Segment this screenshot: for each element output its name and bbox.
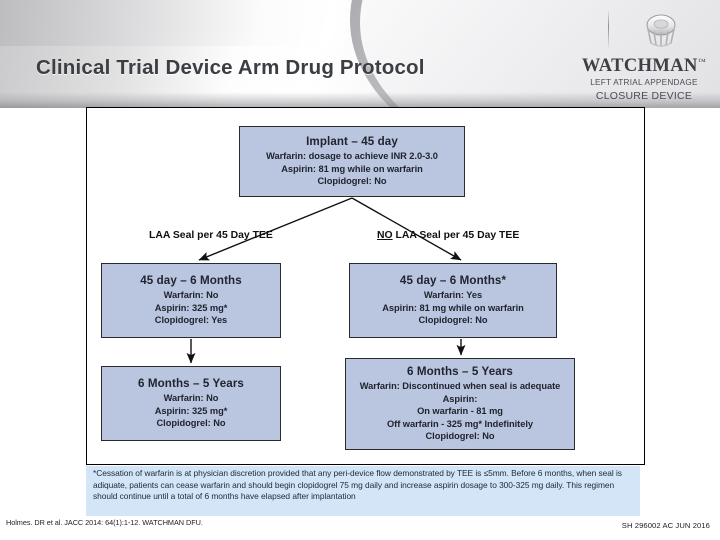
node-right-bottom-line-4: Off warfarin - 325 mg* Indefinitely bbox=[387, 418, 533, 429]
branch-label-no-laa-seal: NO LAA Seal per 45 Day TEE bbox=[377, 230, 519, 241]
branch-label-laa-seal: LAA Seal per 45 Day TEE bbox=[149, 230, 273, 241]
page-title: Clinical Trial Device Arm Drug Protocol bbox=[36, 56, 425, 79]
document-code: SH 296002 AC JUN 2016 bbox=[621, 521, 710, 530]
node-implant: Implant – 45 day Warfarin: dosage to ach… bbox=[239, 126, 465, 197]
node-right-mid-title: 45 day – 6 Months* bbox=[399, 274, 507, 288]
footnote-box: *Cessation of warfarin is at physician d… bbox=[86, 466, 640, 516]
brand-name-text: WATCHMAN bbox=[581, 56, 698, 76]
brand-divider bbox=[608, 10, 609, 50]
node-right-bottom-title: 6 Months – 5 Years bbox=[407, 365, 513, 379]
slide-header-banner: Clinical Trial Device Arm Drug Protocol … bbox=[0, 0, 720, 108]
node-right-6months-5years: 6 Months – 5 Years Warfarin: Discontinue… bbox=[345, 358, 575, 450]
node-implant-line-2: Aspirin: 81 mg while on warfarin bbox=[281, 163, 423, 174]
node-left-bottom-line-2: Aspirin: 325 mg* bbox=[154, 405, 228, 416]
node-right-bottom-line-1: Warfarin: Discontinued when seal is adeq… bbox=[359, 381, 561, 392]
node-left-mid-line-3: Clopidogrel: Yes bbox=[154, 315, 228, 326]
branch-label-no-rest: LAA Seal per 45 Day TEE bbox=[392, 230, 520, 241]
node-right-bottom-line-2: Aspirin: bbox=[442, 393, 478, 404]
brand-subtitle-line2: CLOSURE DEVICE bbox=[595, 90, 693, 102]
brand-trademark: ™ bbox=[697, 56, 707, 66]
node-left-45day-6months: 45 day – 6 Months Warfarin: No Aspirin: … bbox=[101, 263, 281, 338]
brand-name: WATCHMAN™ bbox=[580, 56, 708, 77]
branch-label-no-prefix: NO bbox=[377, 230, 393, 241]
protocol-flowchart: Implant – 45 day Warfarin: dosage to ach… bbox=[86, 107, 645, 465]
node-left-bottom-line-3: Clopidogrel: No bbox=[156, 418, 226, 429]
node-right-mid-line-3: Clopidogrel: No bbox=[418, 315, 488, 326]
node-right-45day-6months: 45 day – 6 Months* Warfarin: Yes Aspirin… bbox=[349, 263, 557, 338]
node-left-mid-line-1: Warfarin: No bbox=[163, 290, 219, 301]
node-right-bottom-line-3: On warfarin - 81 mg bbox=[417, 406, 503, 417]
citation-text: Holmes. DR et al. JACC 2014: 64(1):1-12.… bbox=[6, 518, 203, 527]
brand-subtitle-line1: LEFT ATRIAL APPENDAGE bbox=[590, 78, 698, 87]
footnote-text: *Cessation of warfarin is at physician d… bbox=[93, 468, 622, 502]
node-right-mid-line-2: Aspirin: 81 mg while on warfarin bbox=[382, 302, 524, 313]
node-implant-line-3: Clopidogrel: No bbox=[317, 176, 387, 187]
node-left-mid-title: 45 day – 6 Months bbox=[140, 274, 242, 288]
node-implant-line-1: Warfarin: dosage to achieve INR 2.0-3.0 bbox=[266, 151, 438, 162]
node-right-mid-line-1: Warfarin: Yes bbox=[423, 290, 483, 301]
node-right-bottom-line-5: Clopidogrel: No bbox=[425, 431, 495, 442]
node-left-mid-line-2: Aspirin: 325 mg* bbox=[154, 302, 228, 313]
node-left-bottom-line-1: Warfarin: No bbox=[163, 393, 219, 404]
watchman-device-icon bbox=[646, 14, 676, 47]
node-left-6months-5years: 6 Months – 5 Years Warfarin: No Aspirin:… bbox=[101, 366, 281, 441]
node-left-bottom-title: 6 Months – 5 Years bbox=[138, 377, 244, 391]
brand-logo-block: WATCHMAN™ LEFT ATRIAL APPENDAGE CLOSURE … bbox=[580, 8, 708, 106]
node-implant-title: Implant – 45 day bbox=[306, 135, 398, 149]
header-bottom-shade bbox=[0, 92, 720, 108]
